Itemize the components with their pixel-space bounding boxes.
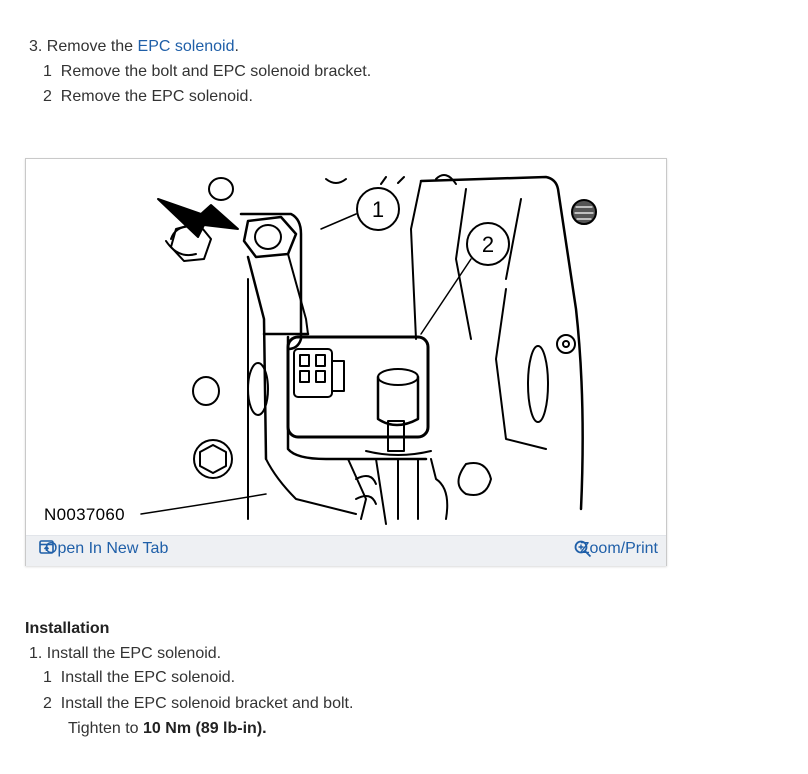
tighten-spec: Tighten to 10 Nm (89 lb-in).	[68, 719, 267, 739]
tighten-prefix: Tighten to	[68, 720, 139, 737]
step-suffix: .	[234, 38, 239, 55]
substep-text: Install the EPC solenoid bracket and bol…	[60, 695, 354, 712]
substep-text: Remove the bolt and EPC solenoid bracket…	[60, 63, 372, 80]
callout-2: 2	[482, 232, 494, 257]
removal-step-3: 3. Remove the EPC solenoid.	[29, 37, 239, 57]
installation-substep-1: 1 Install the EPC solenoid.	[43, 668, 235, 688]
step-number: 3.	[29, 38, 43, 55]
zoom-print-label: Zoom/Print	[579, 540, 658, 557]
open-in-new-tab-label: Open In New Tab	[45, 540, 169, 557]
step-text: Install the EPC solenoid.	[46, 645, 222, 662]
figure-toolbar: Open In New Tab Zoom/Print	[26, 535, 666, 566]
step-prefix: Remove the	[46, 38, 134, 55]
substep-text: Remove the EPC solenoid.	[60, 88, 253, 105]
figure-code: N0037060	[44, 505, 125, 524]
epc-solenoid-link[interactable]: EPC solenoid	[137, 38, 235, 55]
substep-text: Install the EPC solenoid.	[60, 669, 236, 686]
substep-number: 1	[43, 63, 52, 80]
zoom-print-button[interactable]: Zoom/Print	[574, 540, 658, 558]
step-number: 1.	[29, 645, 43, 662]
installation-step-1: 1. Install the EPC solenoid.	[29, 644, 221, 664]
installation-heading: Installation	[25, 620, 110, 637]
removal-substep-1: 1 Remove the bolt and EPC solenoid brack…	[43, 62, 371, 82]
substep-number: 1	[43, 669, 52, 686]
torque-value: 10 Nm (89 lb-in).	[143, 720, 267, 737]
substep-number: 2	[43, 695, 52, 712]
epc-solenoid-illustration: 1 2	[140, 174, 597, 525]
open-in-new-tab-button[interactable]: Open In New Tab	[39, 540, 168, 558]
removal-substep-2: 2 Remove the EPC solenoid.	[43, 87, 253, 107]
callout-1: 1	[372, 197, 384, 222]
installation-substep-2: 2 Install the EPC solenoid bracket and b…	[43, 694, 353, 714]
substep-number: 2	[43, 88, 52, 105]
figure-card: 1 2 N0037060 Open In New Tab Zo	[25, 158, 667, 566]
